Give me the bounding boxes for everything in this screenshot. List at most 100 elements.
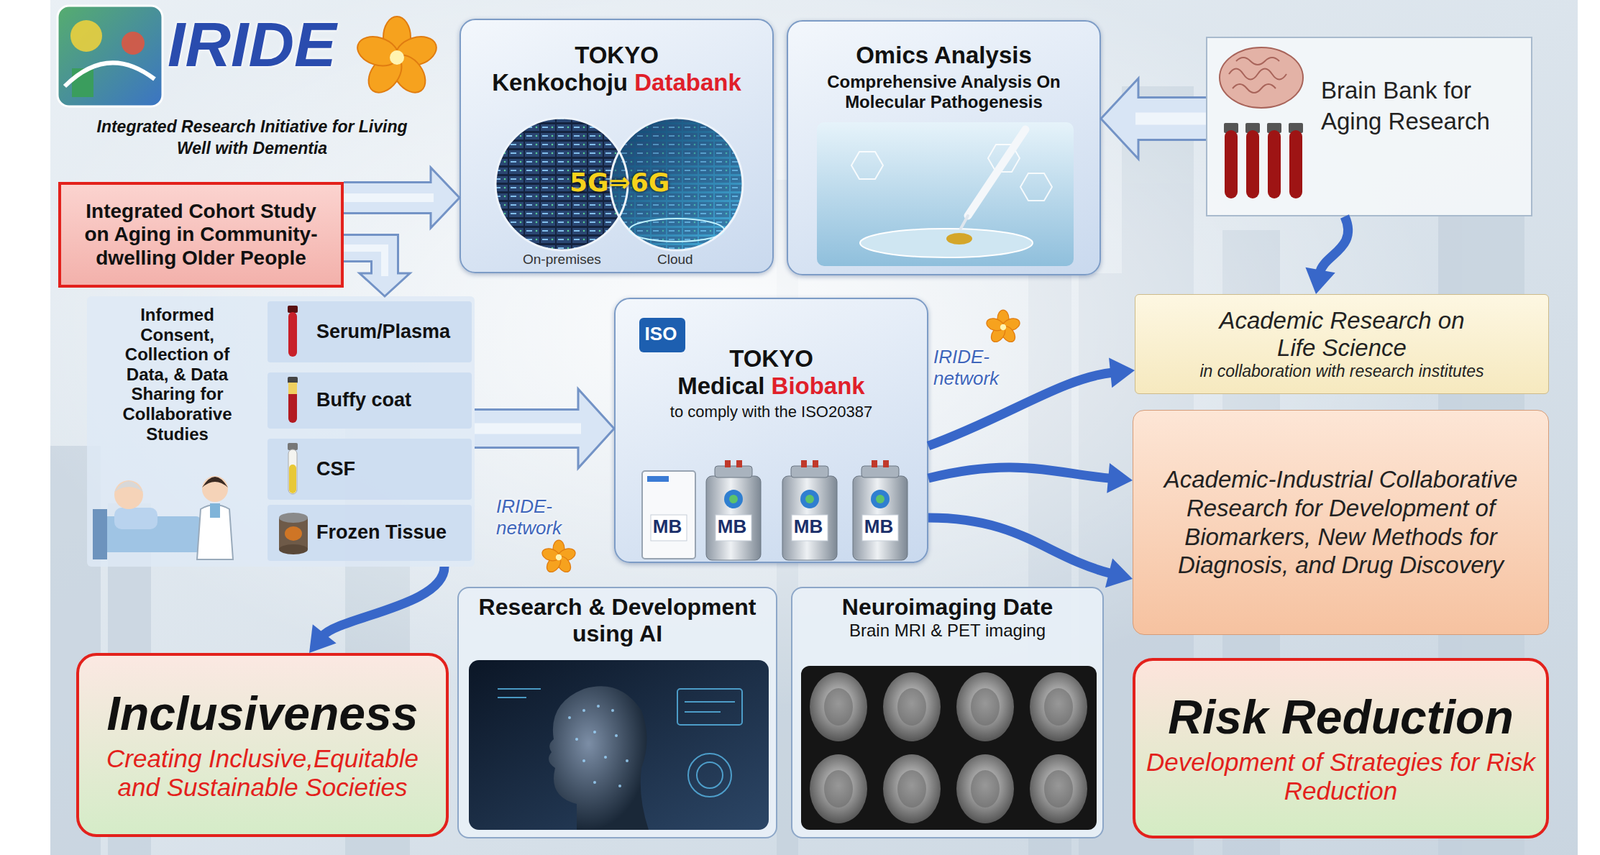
ai-face-illustration-part [568,704,629,788]
biobank-freezers-part [801,460,807,468]
text-line: CSF [316,458,466,481]
text-line: MedicalBiobank [624,372,919,400]
box-text: to comply with the ISO20387 [670,402,873,421]
tank-label: MB [860,514,897,538]
tissue-jar-icon-part [284,526,303,541]
box-text: Brain MRI & PET imaging [849,620,1046,640]
arrow-head [1305,267,1335,295]
lab-illustration-part [967,129,1026,216]
ai-face-illustration-part-part [688,753,732,797]
brain-and-tubes [1207,38,1319,218]
ai-face-illustration-part-part [497,696,527,699]
box-text: Serum/Plasma [316,320,451,343]
arrow-shaft [1135,98,1206,139]
mri-scans-illustration-part-part [1044,770,1073,808]
arrow-shaft [343,248,385,277]
box-text: Databank [634,69,742,96]
mri-scans-illustration-part [801,665,1097,830]
biobank-freezers-part [883,460,889,468]
mri-scans-illustration-part-part [824,770,853,808]
text-line: Serum/Plasma [316,320,466,344]
biobank-freezers-part [861,465,899,478]
tissue-jar-icon-part [279,544,308,555]
mri-scans-illustration-part [809,672,1088,824]
csf-tube-icon [283,442,303,496]
tank-label: MB [714,514,751,538]
biobank-freezers-part [724,489,743,509]
arrow-head [1100,78,1139,159]
mri-scans-illustration-part-part [809,672,868,742]
tank-label: MB [790,514,827,538]
arrow-head [430,167,460,228]
ai-face-illustration-part [468,660,769,830]
block-arrow [474,389,615,469]
text-line: Academic-Industrial Collaborative Resear… [1150,465,1531,579]
mri-scans-illustration-part-part [956,754,1014,824]
ai-face-illustration-part-part [582,709,586,712]
ai-face-illustration-part-part [684,711,721,713]
csf-tube-icon-part [288,449,297,495]
ai-face-illustration-part-part [696,762,723,789]
ai-face-illustration-part-part [618,784,622,788]
text-line: to comply with the ISO20387 [624,402,919,422]
flower-logo-part [389,50,405,65]
server-illustration-part [629,218,725,242]
iride-logo-icon-part [64,62,155,87]
curved-arrow [928,517,1133,588]
brain-and-tubes-part [1223,122,1304,199]
cohort-box: Integrated Cohort Study on Aging in Comm… [58,181,344,288]
biobank-freezers-part [871,460,878,468]
flower-logo-part [353,16,441,99]
arrow-highlight [343,193,434,203]
text-line: Risk Reduction [1145,691,1536,744]
buffy-tube-icon-part [288,382,297,395]
mri-scans-illustration-part-part [970,688,1000,726]
iride-logo-icon-part [57,5,163,107]
specimen-box: Serum/Plasma [267,301,472,363]
arrow-head [1106,463,1133,494]
arrow-curve [322,566,445,637]
arrow-highlight [474,423,582,435]
mri-scans-illustration-part-part [883,672,941,742]
text-line: Omics Analysis [798,41,1090,70]
iride-logo-icon-part [121,31,145,55]
box-text: Creating Inclusive,Equitable and Sustain… [106,744,419,802]
caption-label: Cloud [657,251,694,268]
text-line: Brain MRI & PET imaging [799,620,1096,642]
text-line: Research & Development using AI [465,593,769,648]
box-text: Medical [677,372,765,400]
background-city-part [0,0,51,855]
arrow-curve [928,517,1112,574]
mri-scans-illustration-part-part [1029,754,1088,824]
biobank-freezers-part [706,476,761,561]
curved-arrow [309,566,445,653]
ai-face-illustration-part [497,688,743,797]
ai-box: Research & Development using AI [457,586,778,839]
mri-scans-illustration-part-part [809,754,868,824]
iso-logo-text: ISO [637,322,684,346]
box-text: Neuroimaging Date [842,593,1053,620]
arrow-highlight [1135,112,1206,126]
ai-face-illustration-part-part [677,688,743,725]
biobank-freezers-part [805,494,815,504]
brain-and-tubes-part-part [1289,130,1303,199]
text-line: Inclusiveness [89,687,436,740]
patient-doctor-illustration-part [202,476,228,488]
flower-logo [985,309,1022,345]
box-text: Inclusiveness [107,686,419,740]
ai-face-illustration-part-part [582,759,586,763]
brain-bank-box: Brain Bank for Aging Research [1205,36,1533,217]
iride-logo-icon-part [70,20,103,52]
box-text: Omics Analysis [855,41,1032,69]
ai-face-illustration-part-part [497,688,541,690]
lab-illustration-part-part [851,151,884,180]
arrow-curve [1319,216,1348,274]
mri-scans-illustration-part-part [1029,672,1088,742]
csf-tube-icon-part [289,464,297,494]
arrow-head [1108,357,1135,388]
text-line: TOKYO [469,41,764,70]
box-text: Informed Consent, Collection of Data, & … [122,304,232,444]
specimen-box: CSF [267,438,472,500]
omics-box: Omics AnalysisComprehensive Analysis On … [786,20,1101,276]
flower-logo [353,16,441,99]
